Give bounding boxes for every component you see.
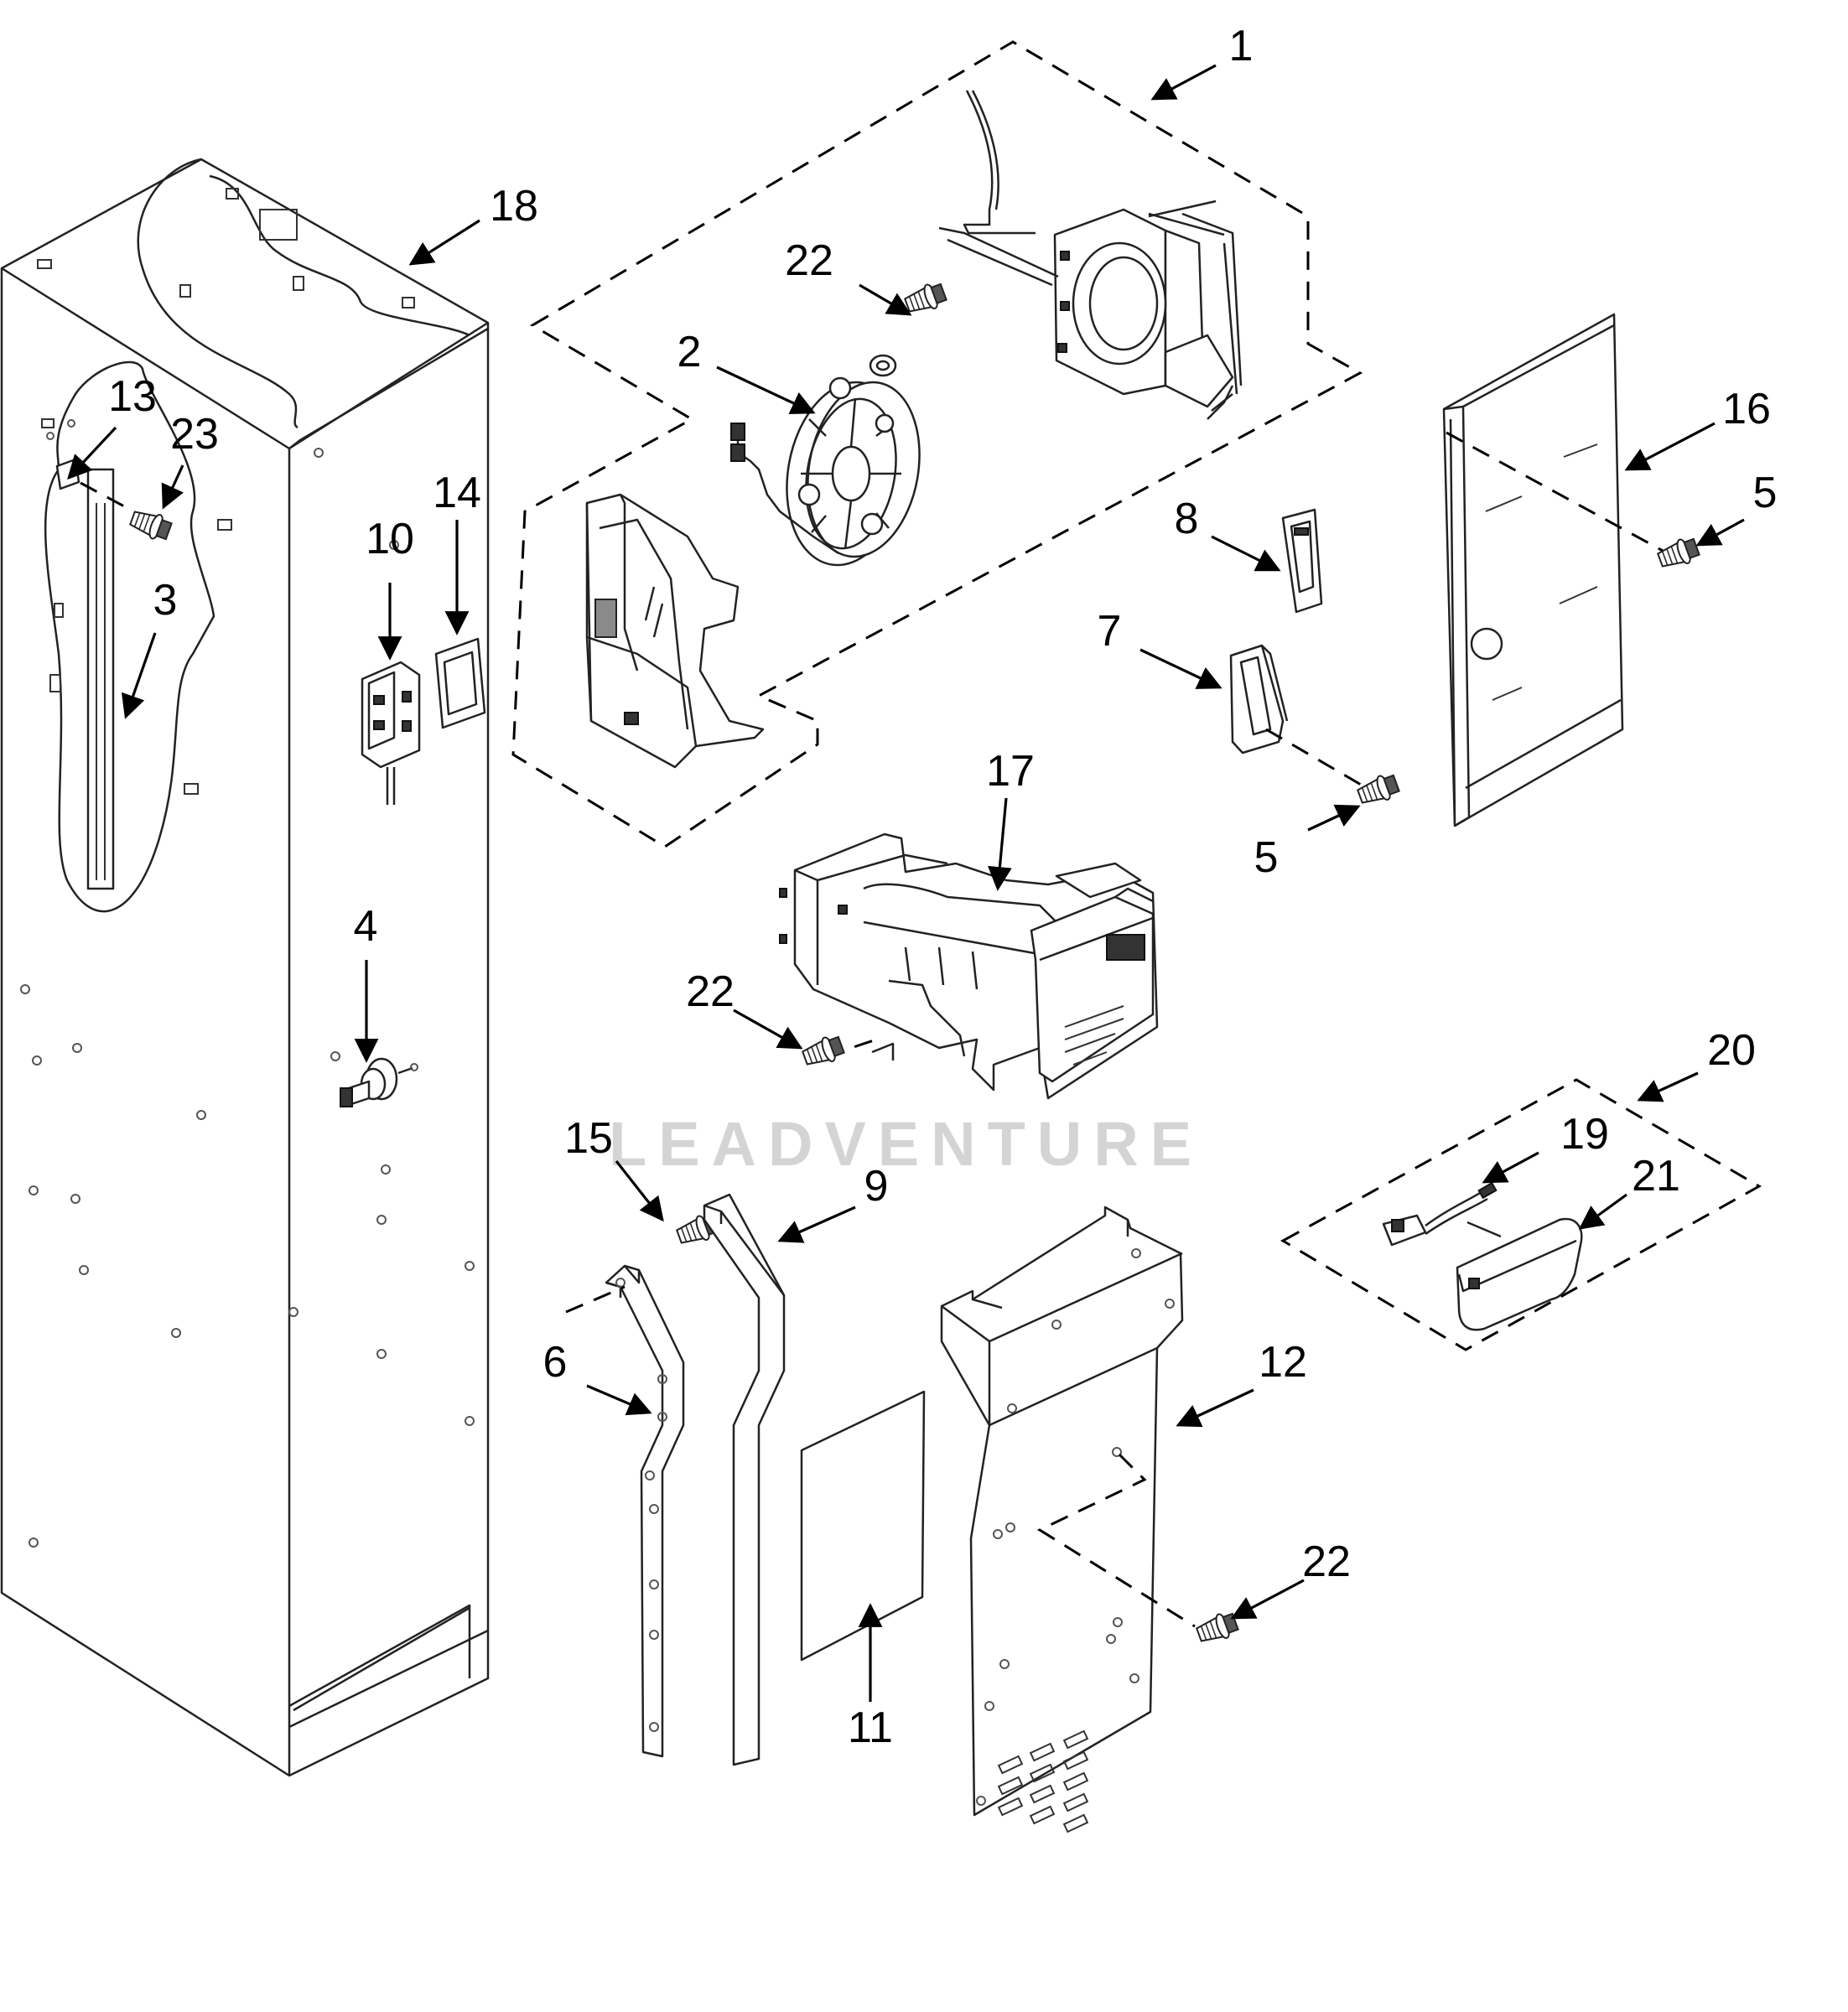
part-2-fan-motor	[730, 376, 921, 567]
callout-20: 20	[1707, 1026, 1756, 1075]
callout-5b: 5	[1254, 833, 1279, 882]
callout-6: 6	[543, 1338, 568, 1387]
part-22-screw-middle	[799, 1032, 847, 1071]
callout-3: 3	[153, 576, 178, 625]
part-7-bracket	[1229, 644, 1289, 754]
callout-5a: 5	[1753, 469, 1778, 517]
assembly-20-outline	[1280, 1078, 1762, 1351]
part-22-screw-bottom	[1193, 1609, 1241, 1648]
callout-9: 9	[864, 1162, 889, 1211]
part-10-switch	[361, 661, 421, 805]
fan-washer	[869, 354, 897, 377]
callout-22c: 22	[1302, 1538, 1351, 1586]
callout-16: 16	[1722, 385, 1771, 433]
part-5-screw-upper	[1654, 534, 1702, 573]
callout-23: 23	[170, 410, 219, 459]
callout-1: 1	[1229, 22, 1254, 70]
part-23-screw	[127, 505, 174, 544]
part-5-screw-lower	[1354, 770, 1402, 810]
callout-21: 21	[1632, 1152, 1680, 1200]
callout-8: 8	[1175, 495, 1199, 543]
part-6-strap	[605, 1264, 685, 1758]
evaporator-housing	[585, 493, 765, 769]
part-13-bracket	[55, 458, 80, 490]
callout-7: 7	[1098, 607, 1122, 656]
part-8-clip	[1281, 508, 1323, 614]
callout-18: 18	[490, 182, 538, 231]
callout-15: 15	[564, 1114, 613, 1163]
callout-22a: 22	[785, 236, 833, 285]
part-17-ice-maker	[779, 832, 1159, 1100]
callout-22b: 22	[686, 967, 735, 1016]
watermark-text: LEADVENTURE	[609, 1109, 1203, 1179]
part-14-gasket	[434, 637, 486, 729]
part-21-cover	[1456, 1217, 1583, 1331]
fan-shroud	[1053, 200, 1243, 420]
callout-2: 2	[677, 328, 702, 376]
part-22-screw-top	[901, 279, 949, 319]
fan-wire-rod	[938, 90, 1059, 287]
part-9-foam-strip	[703, 1193, 786, 1766]
callout-10: 10	[366, 515, 414, 563]
part-12-cover-panel	[940, 1206, 1184, 1833]
callout-17: 17	[986, 747, 1035, 796]
callout-19: 19	[1560, 1110, 1609, 1159]
callout-4: 4	[354, 902, 378, 951]
part-4-fitting	[340, 1057, 418, 1108]
callout-12: 12	[1259, 1338, 1307, 1387]
leader-arrows	[67, 64, 1745, 1702]
callout-14: 14	[433, 469, 481, 517]
assembly-1-outline	[511, 40, 1363, 848]
cabinet-liner	[0, 158, 490, 1777]
callout-11: 11	[848, 1703, 893, 1752]
part-16-panel	[1442, 313, 1624, 827]
callout-labels: 1 2 3 4 5 5 6 7 8 9 10 11 12 13 14 15 16…	[108, 22, 1777, 1752]
callout-13: 13	[108, 372, 157, 421]
part-11-pad	[800, 1390, 926, 1662]
part-19-sensor	[1382, 1181, 1502, 1247]
